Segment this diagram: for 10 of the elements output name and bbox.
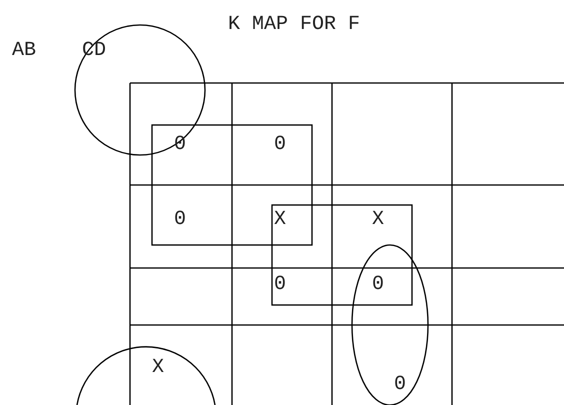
cell-value: 0 [174,209,186,231]
cell-value: 0 [372,274,384,296]
cell-value: X [274,209,286,231]
map-title: K MAP FOR F [228,14,360,36]
cell-value: 0 [274,134,286,156]
axis-label: AB [12,40,36,62]
cell-value: 0 [274,274,286,296]
cell-value: 0 [394,374,406,396]
cell-value: X [152,357,164,379]
cell-value: X [372,209,384,231]
